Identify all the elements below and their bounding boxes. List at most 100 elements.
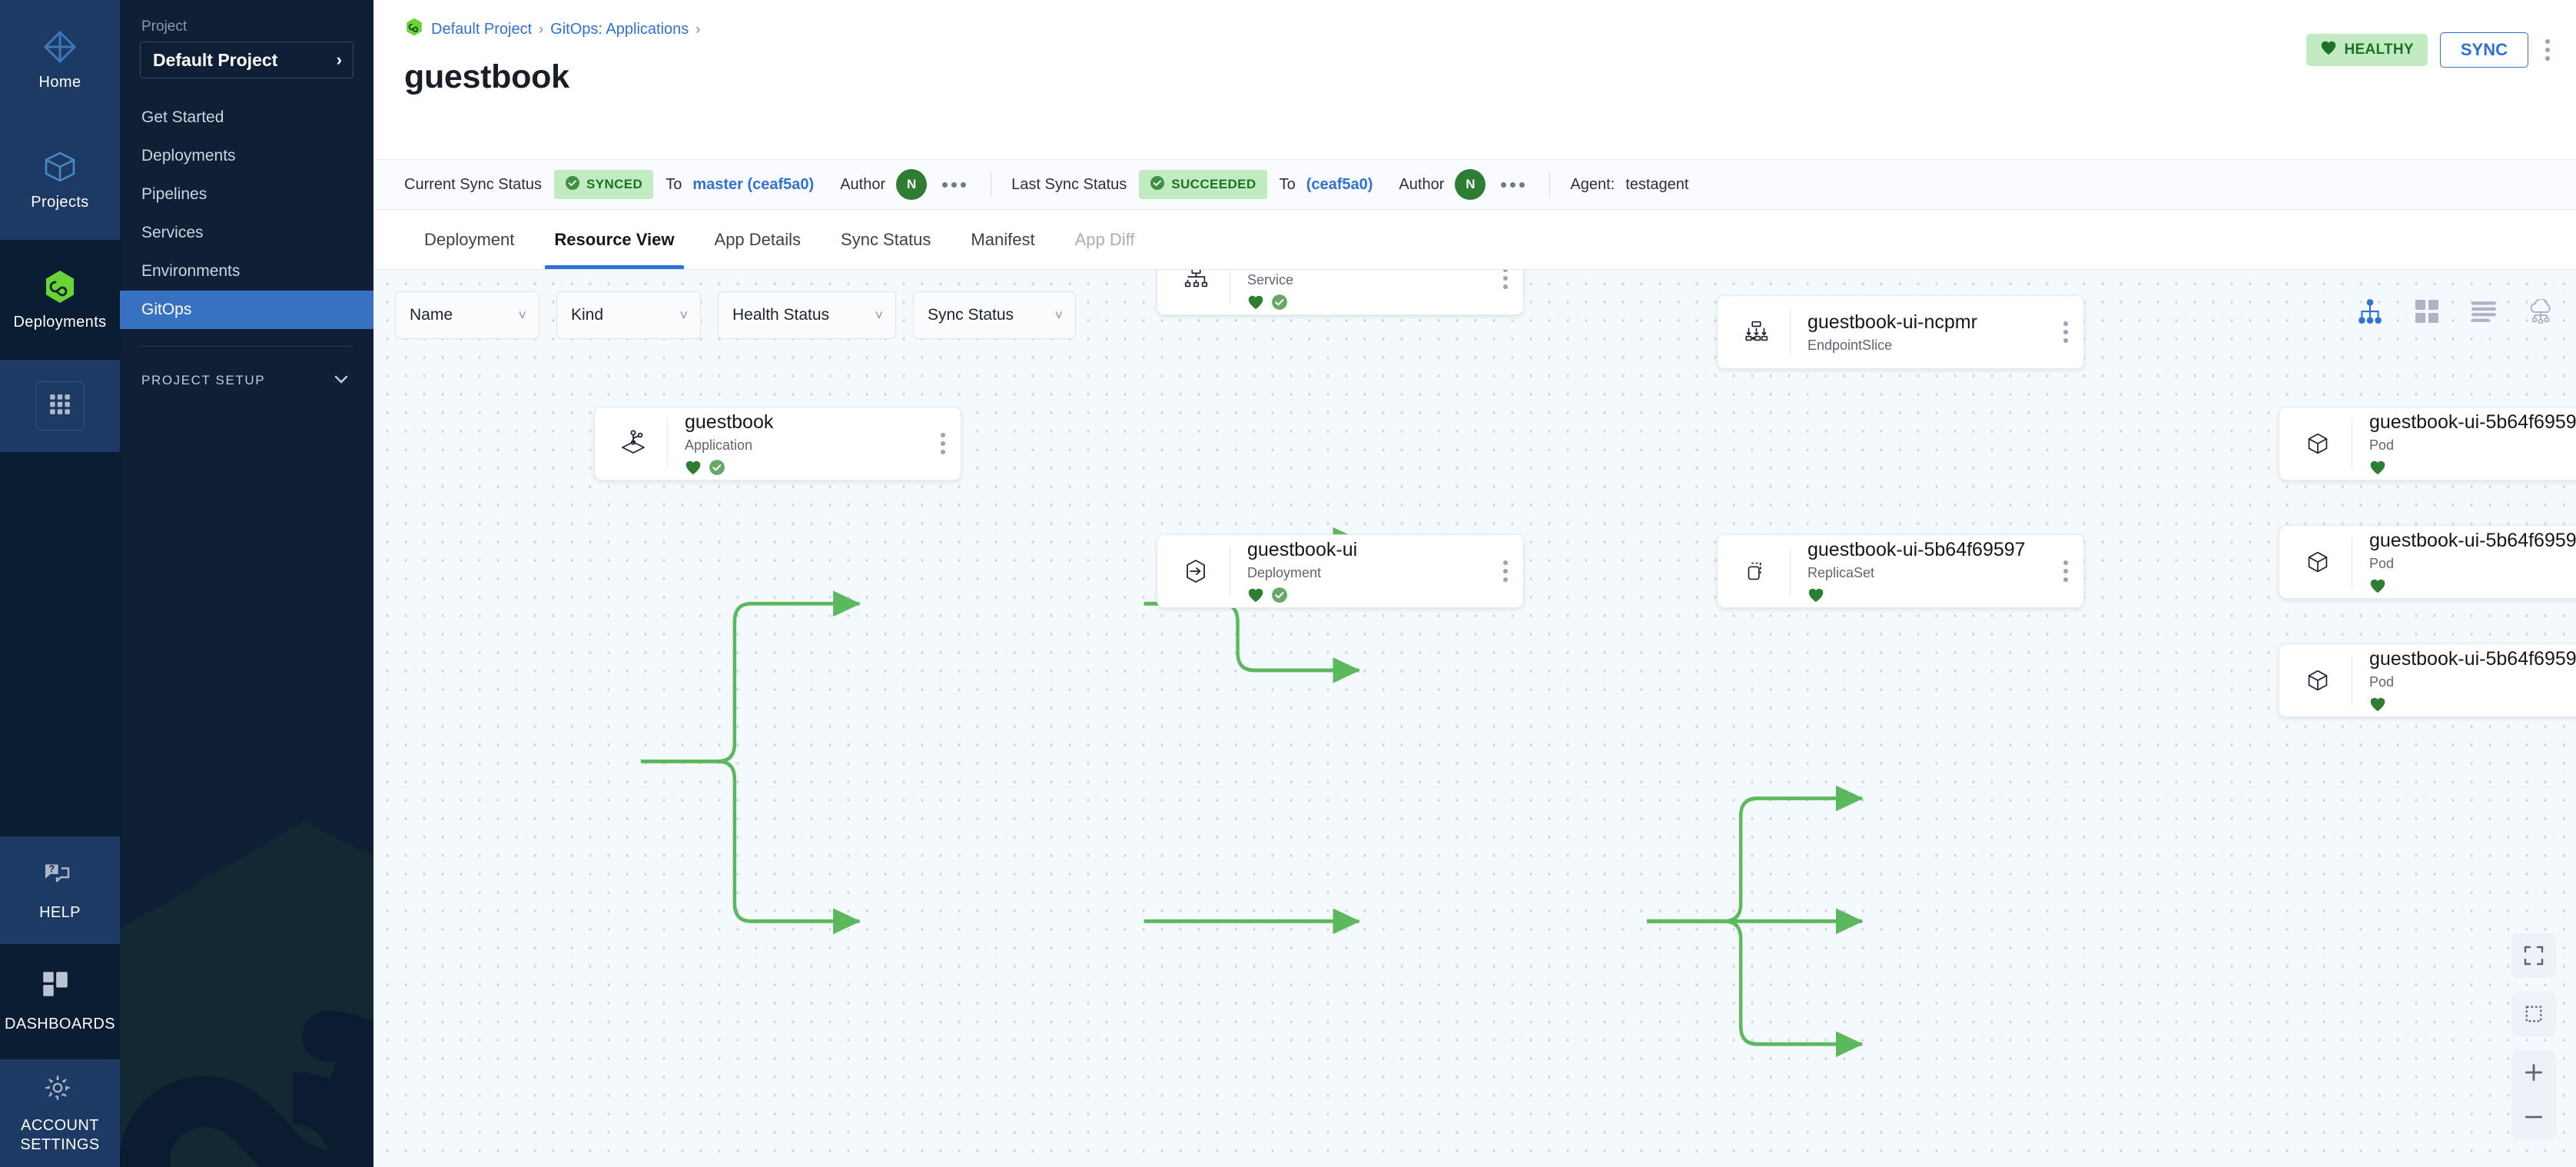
app-grid-button[interactable] bbox=[35, 381, 85, 431]
select-region-icon[interactable] bbox=[2511, 992, 2556, 1036]
filter-kind[interactable]: Kind ˅ bbox=[556, 291, 701, 339]
node-title: guestbook-ui-5b64f6959… bbox=[2369, 530, 2576, 551]
check-circle-icon bbox=[1272, 587, 1287, 603]
dashboards-tiles-icon bbox=[41, 970, 78, 1007]
tab-manifest[interactable]: Manifest bbox=[951, 210, 1054, 269]
header-actions: HEALTHY SYNC bbox=[2306, 32, 2554, 68]
graph-node-service[interactable]: guestbook-ui Service bbox=[1157, 270, 1524, 315]
graph-node-pod-3[interactable]: guestbook-ui-5b64f6959… Pod bbox=[2279, 643, 2576, 717]
node-menu-icon[interactable] bbox=[1488, 560, 1523, 582]
current-sync-to-label: To bbox=[666, 175, 682, 193]
sidebar-item-pipelines[interactable]: Pipelines bbox=[120, 175, 373, 214]
project-selector-value: Default Project bbox=[153, 49, 278, 70]
node-body: guestbook-ui-5b64f69597 ReplicaSet bbox=[1791, 539, 2048, 603]
chevron-down-icon: ˅ bbox=[1054, 307, 1063, 323]
page-header: Default Project › GitOps: Applications ›… bbox=[373, 0, 2576, 159]
current-author-label: Author bbox=[840, 175, 886, 193]
node-title: guestbook-ui bbox=[1247, 539, 1358, 560]
project-selector[interactable]: Default Project › bbox=[140, 42, 354, 78]
node-menu-icon[interactable] bbox=[2048, 321, 2083, 343]
home-diamond-icon bbox=[41, 28, 78, 65]
grid-view-icon[interactable] bbox=[2410, 294, 2444, 328]
zoom-out-icon[interactable] bbox=[2511, 1095, 2556, 1139]
graph-node-application[interactable]: guestbook Application bbox=[594, 407, 961, 480]
sidebar-divider bbox=[141, 346, 352, 347]
graph-node-endpointslice[interactable]: guestbook-ui-ncpmr EndpointSlice bbox=[1717, 295, 2084, 369]
graph-node-replicaset[interactable]: guestbook-ui-5b64f69597 ReplicaSet bbox=[1717, 534, 2084, 608]
node-menu-icon[interactable] bbox=[2048, 560, 2083, 582]
last-sync-target-link[interactable]: (ceaf5a0) bbox=[1306, 175, 1373, 193]
resource-graph-canvas[interactable]: Name ˅ Kind ˅ Health Status ˅ Sync Statu… bbox=[373, 270, 2576, 1167]
rail-item-projects[interactable]: Projects bbox=[0, 120, 120, 240]
chevron-right-icon: › bbox=[336, 50, 342, 69]
filter-sync-status[interactable]: Sync Status ˅ bbox=[913, 291, 1076, 339]
agent-value: testagent bbox=[1625, 175, 1689, 193]
list-view-icon[interactable] bbox=[2467, 294, 2501, 328]
breadcrumb-item-gitops-applications[interactable]: GitOps: Applications bbox=[550, 20, 689, 38]
filter-health-status[interactable]: Health Status ˅ bbox=[718, 291, 896, 339]
tab-resource-view[interactable]: Resource View bbox=[534, 210, 694, 269]
node-body: guestbook-ui Service bbox=[1230, 270, 1488, 311]
node-menu-icon[interactable] bbox=[1488, 270, 1523, 289]
filter-label: Health Status bbox=[732, 306, 830, 324]
sidebar-item-deployments[interactable]: Deployments bbox=[120, 137, 373, 175]
svg-text:?: ? bbox=[49, 863, 55, 874]
pod-icon bbox=[2296, 429, 2339, 458]
cloud-topology-icon[interactable] bbox=[2524, 294, 2558, 328]
avatar: N bbox=[1455, 169, 1486, 200]
dots-horizontal-icon[interactable] bbox=[1496, 178, 1529, 192]
node-status-group bbox=[1247, 587, 1488, 603]
sidebar-item-get-started[interactable]: Get Started bbox=[120, 98, 373, 137]
replicaset-icon bbox=[1734, 557, 1778, 586]
filter-name[interactable]: Name ˅ bbox=[395, 291, 539, 339]
sidebar-item-environments[interactable]: Environments bbox=[120, 252, 373, 291]
tab-sync-status[interactable]: Sync Status bbox=[821, 210, 951, 269]
graph-node-pod-2[interactable]: guestbook-ui-5b64f6959… Pod bbox=[2279, 525, 2576, 599]
fullscreen-icon[interactable] bbox=[2511, 933, 2556, 978]
breadcrumb: Default Project › GitOps: Applications › bbox=[404, 17, 2550, 42]
sidebar-item-gitops[interactable]: GitOps bbox=[120, 291, 373, 329]
tab-deployment[interactable]: Deployment bbox=[404, 210, 534, 269]
current-sync-status-text: SYNCED bbox=[586, 177, 643, 191]
rail-item-dashboards[interactable]: DASHBOARDS bbox=[0, 944, 120, 1059]
node-kind: Pod bbox=[2369, 674, 2395, 690]
tab-label: Manifest bbox=[971, 229, 1035, 249]
current-sync-status-chip: SYNCED bbox=[553, 170, 654, 199]
deployments-gitops-icon bbox=[41, 268, 78, 305]
filter-label: Sync Status bbox=[928, 306, 1014, 324]
sidebar-item-label: Get Started bbox=[141, 108, 224, 126]
tree-view-icon[interactable] bbox=[2353, 294, 2387, 328]
gear-icon bbox=[41, 1072, 78, 1109]
graph-node-deployment[interactable]: guestbook-ui Deployment bbox=[1157, 534, 1524, 608]
rail-item-account-settings-label: ACCOUNT SETTINGS bbox=[20, 1117, 100, 1153]
rail-item-dashboards-label: DASHBOARDS bbox=[4, 1015, 116, 1032]
chevron-down-icon: ˅ bbox=[875, 307, 883, 323]
rail-item-home[interactable]: Home bbox=[0, 0, 120, 120]
tab-app-details[interactable]: App Details bbox=[695, 210, 822, 269]
graph-node-pod-1[interactable]: guestbook-ui-5b64f6959… Pod bbox=[2279, 407, 2576, 480]
check-circle-icon bbox=[565, 175, 580, 194]
sync-button[interactable]: SYNC bbox=[2439, 32, 2528, 68]
current-sync-target-link[interactable]: master (ceaf5a0) bbox=[692, 175, 815, 193]
node-kind: Application bbox=[685, 437, 753, 453]
zoom-in-icon[interactable] bbox=[2511, 1050, 2556, 1095]
breadcrumb-item-default-project[interactable]: Default Project bbox=[431, 20, 533, 38]
edge-replicaset-to-pod-3 bbox=[1647, 919, 1864, 1058]
dots-horizontal-icon[interactable] bbox=[938, 178, 971, 192]
edge-service-to-endpointslice bbox=[1144, 601, 1361, 683]
view-toggle-group bbox=[2353, 294, 2558, 328]
rail-item-help[interactable]: ? HELP bbox=[0, 836, 120, 944]
kebab-vertical-icon[interactable] bbox=[2541, 35, 2554, 65]
node-menu-icon[interactable] bbox=[925, 433, 961, 454]
last-sync-status-chip: SUCCEEDED bbox=[1139, 170, 1267, 199]
sidebar-item-services[interactable]: Services bbox=[120, 214, 373, 252]
node-status-group bbox=[1808, 587, 2048, 603]
zoom-button-group bbox=[2511, 1050, 2556, 1139]
node-kind: Pod bbox=[2369, 437, 2395, 453]
sidebar-project-setup[interactable]: PROJECT SETUP bbox=[120, 364, 373, 397]
check-circle-icon bbox=[709, 460, 725, 475]
node-title: guestbook-ui-5b64f6959… bbox=[2369, 411, 2576, 433]
rail-item-deployments[interactable]: Deployments bbox=[0, 240, 120, 360]
rail-item-account-settings[interactable]: ACCOUNT SETTINGS bbox=[0, 1059, 120, 1167]
